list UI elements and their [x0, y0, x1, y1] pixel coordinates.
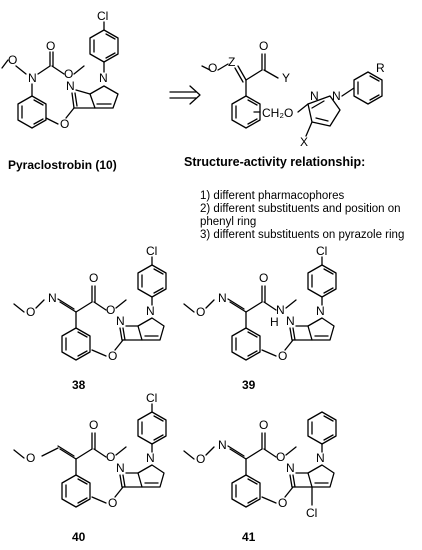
cmpd39-amide-h-label: H [270, 315, 279, 329]
sar-point: 3) different substituents on pyrazole ri… [200, 229, 405, 241]
cmpd38-n2-label: N [116, 314, 125, 328]
pyrazole-n1-label: N [99, 71, 108, 85]
cmpd39-oxime-n-label: N [218, 291, 227, 305]
compound-38-structure: Cl N N O N O O O [13, 244, 167, 363]
cmpd39-n1-label: N [316, 304, 325, 318]
general-scaffold-structure: O Z O Y CH₂O N N X R [201, 39, 385, 149]
pyrazole-n2-label: N [66, 79, 75, 93]
scaffold-carbonyl-o-label: O [259, 39, 268, 53]
cmpd39-ether-o-label: O [278, 349, 287, 363]
cmpd38-oxime-o-label: O [26, 305, 35, 319]
scaffold-r-label: R [376, 61, 385, 75]
cmpd40-cl-label: Cl [146, 391, 157, 405]
cmpd39-carbonyl-o-label: O [259, 271, 268, 285]
cmpd41-ether-o-label: O [278, 496, 287, 510]
cmpd41-n1-label: N [316, 451, 325, 465]
cmpd41-ester-o-label: O [276, 450, 285, 464]
lead-compound-name: Pyraclostrobin (10) [8, 158, 117, 172]
pyraclostrobin-structure: Cl N N O N O O O [1, 9, 119, 131]
compound-40-label: 40 [72, 530, 86, 544]
cmpd41-oxime-n-label: N [218, 438, 227, 452]
scaffold-pyrazole-n1-label: N [332, 89, 341, 103]
cmpd39-oxime-o-label: O [196, 305, 205, 319]
compound-38-label: 38 [72, 378, 86, 392]
carbonyl-o-label: O [46, 39, 55, 53]
cmpd40-enol-o-label: O [26, 451, 35, 465]
cmpd39-amide-n-label: N [276, 303, 285, 317]
methoxy-o-label: O [8, 53, 17, 67]
cmpd40-ether-o-label: O [108, 496, 117, 510]
scaffold-x-label: X [300, 135, 308, 149]
carbamate-n-label: N [28, 71, 37, 85]
ester-o-label: O [64, 67, 73, 81]
chlorine-label: Cl [97, 9, 108, 23]
cmpd38-n1-label: N [146, 304, 155, 318]
scaffold-o-label: O [208, 61, 217, 75]
cmpd38-ester-o-label: O [106, 303, 115, 317]
cmpd40-carbonyl-o-label: O [89, 418, 98, 432]
sar-title-text: Structure-activity relationship: [184, 155, 366, 169]
sar-title: Structure-activity relationship: [184, 155, 365, 169]
cmpd41-cl-label: Cl [306, 506, 317, 520]
compound-39-label: 39 [242, 378, 256, 392]
scaffold-z-label: Z [228, 55, 235, 69]
cmpd38-oxime-n-label: N [48, 291, 57, 305]
ether-o-label: O [60, 117, 69, 131]
cmpd41-oxime-o-label: O [196, 452, 205, 466]
cmpd38-cl-label: Cl [146, 244, 157, 258]
cmpd41-carbonyl-o-label: O [259, 418, 268, 432]
cmpd40-ester-o-label: O [106, 450, 115, 464]
cmpd41-n2-label: N [286, 461, 295, 475]
compound-39-structure: Cl N N O N O O N H [183, 244, 337, 363]
compound-41-structure: N N Cl O N O O O [183, 411, 337, 520]
scaffold-y-label: Y [282, 71, 290, 85]
transform-arrow [169, 85, 201, 105]
sar-point: 1) different pharmacophores [200, 190, 345, 202]
sar-points-list: 1) different pharmacophores 2) different… [200, 190, 415, 242]
scaffold-ch2o-label: CH₂O [262, 106, 293, 120]
scaffold-pyrazole-n2-label: N [310, 89, 319, 103]
cmpd40-n2-label: N [116, 461, 125, 475]
cmpd39-cl-label: Cl [316, 244, 327, 258]
cmpd38-carbonyl-o-label: O [89, 271, 98, 285]
compound-41-label: 41 [242, 530, 256, 544]
compound-40-structure: Cl N N O O O O [13, 391, 167, 510]
cmpd39-n2-label: N [286, 314, 295, 328]
cmpd40-n1-label: N [146, 451, 155, 465]
cmpd38-ether-o-label: O [108, 349, 117, 363]
sar-point: 2) different substituents and position o… [200, 203, 401, 228]
